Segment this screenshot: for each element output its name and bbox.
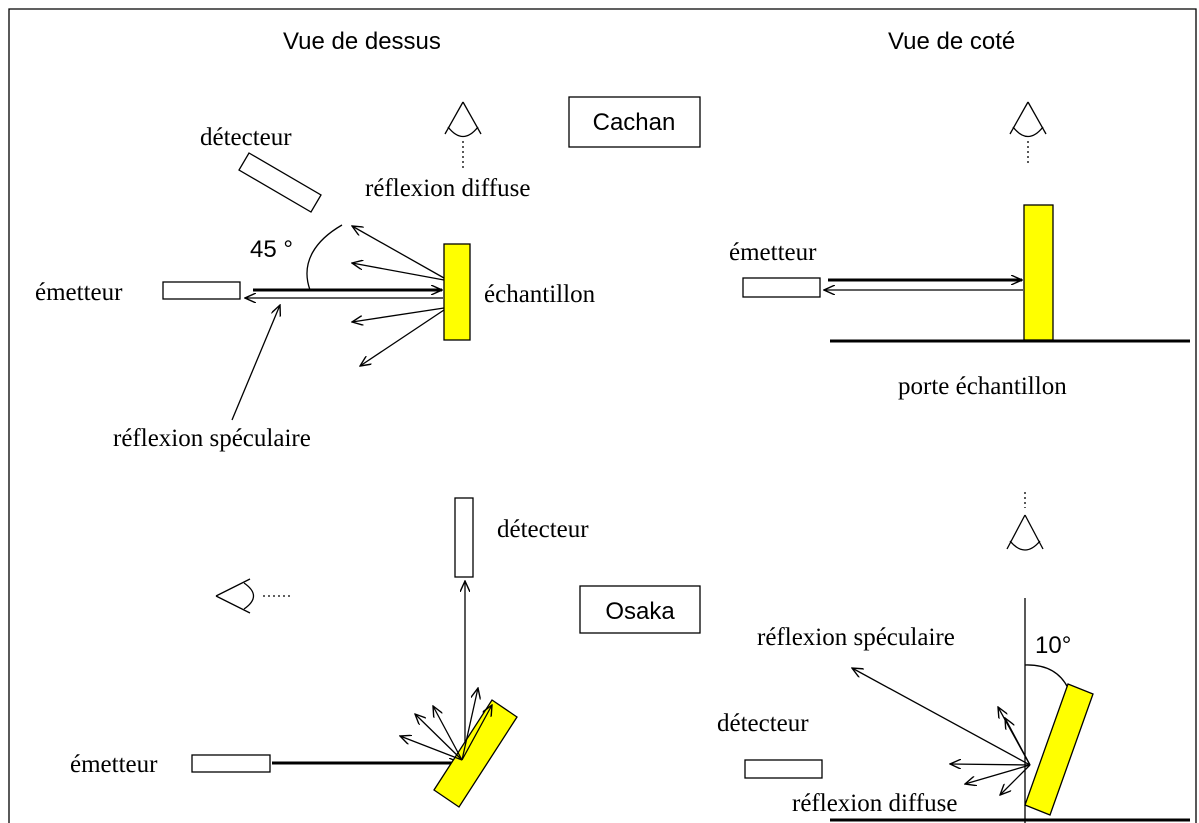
diffuse-arrow: [950, 764, 1031, 765]
detector-label: détecteur: [497, 516, 589, 543]
sample-label: échantillon: [484, 281, 596, 308]
top-view-title: Vue de dessus: [283, 28, 441, 55]
diffuse-arrow: [352, 226, 445, 279]
diffuse-arrow: [415, 714, 463, 761]
diffuse-reflection-label: réflexion diffuse: [792, 790, 957, 817]
specular-reflection-label: réflexion spéculaire: [757, 624, 955, 651]
cachan-site-label: Cachan: [593, 109, 676, 136]
cachan-side-view: émetteur porte échantillon: [729, 101, 1190, 400]
emitter: [162, 281, 241, 300]
detector: [454, 497, 474, 578]
emitter-label: émetteur: [729, 239, 817, 266]
diffuse-arrow: [1000, 764, 1031, 795]
osaka-side-view: 10° réflexion spéculaire détecteur réfle…: [717, 492, 1190, 823]
diffuse-arrow: [461, 688, 478, 761]
sample-holder-label: porte échantillon: [898, 373, 1067, 400]
diffuse-arrow: [1005, 718, 1031, 766]
specular-arrow: [852, 668, 1031, 766]
sample: [443, 243, 471, 341]
osaka-site-box: [579, 585, 701, 634]
angle-label: 10°: [1035, 632, 1071, 659]
side-view-title: Vue de coté: [888, 28, 1015, 55]
detector-label: détecteur: [200, 124, 292, 151]
diffuse-arrow: [352, 263, 445, 281]
eye-icon: [215, 578, 290, 614]
detector: [744, 759, 823, 779]
diffuse-arrow: [360, 309, 445, 366]
osaka-top-view: détecteur Osaka émetteur: [70, 497, 701, 808]
sample: [433, 699, 518, 808]
emitter-label: émetteur: [35, 279, 123, 306]
diffuse-arrow: [461, 705, 492, 761]
angle-arc: [306, 224, 343, 291]
angle-arc: [1024, 664, 1069, 689]
diffuse-arrow: [433, 706, 463, 761]
emitter: [742, 277, 821, 298]
detector: [238, 152, 322, 213]
emitter: [191, 754, 271, 773]
diffuse-arrow: [352, 307, 445, 322]
detector-label: détecteur: [717, 710, 809, 737]
diffuse-arrow: [965, 764, 1031, 784]
eye-icon: [1006, 492, 1044, 551]
cachan-top-view: Cachan détecteur réflexion diffuse 45 ° …: [35, 96, 701, 452]
sample: [1023, 204, 1054, 341]
eye-icon: [444, 101, 482, 168]
specular-pointer-arrow: [231, 305, 280, 421]
osaka-site-label: Osaka: [605, 598, 675, 625]
diagram-frame: [8, 8, 1197, 823]
specular-reflection-label: réflexion spéculaire: [113, 425, 311, 452]
diffuse-reflection-label: réflexion diffuse: [365, 175, 530, 202]
angle-label: 45 °: [250, 236, 293, 263]
diffuse-arrow: [400, 736, 463, 761]
cachan-site-box: [568, 96, 701, 148]
emitter-label: émetteur: [70, 751, 158, 778]
sample: [1024, 683, 1094, 816]
eye-icon: [1009, 101, 1047, 166]
